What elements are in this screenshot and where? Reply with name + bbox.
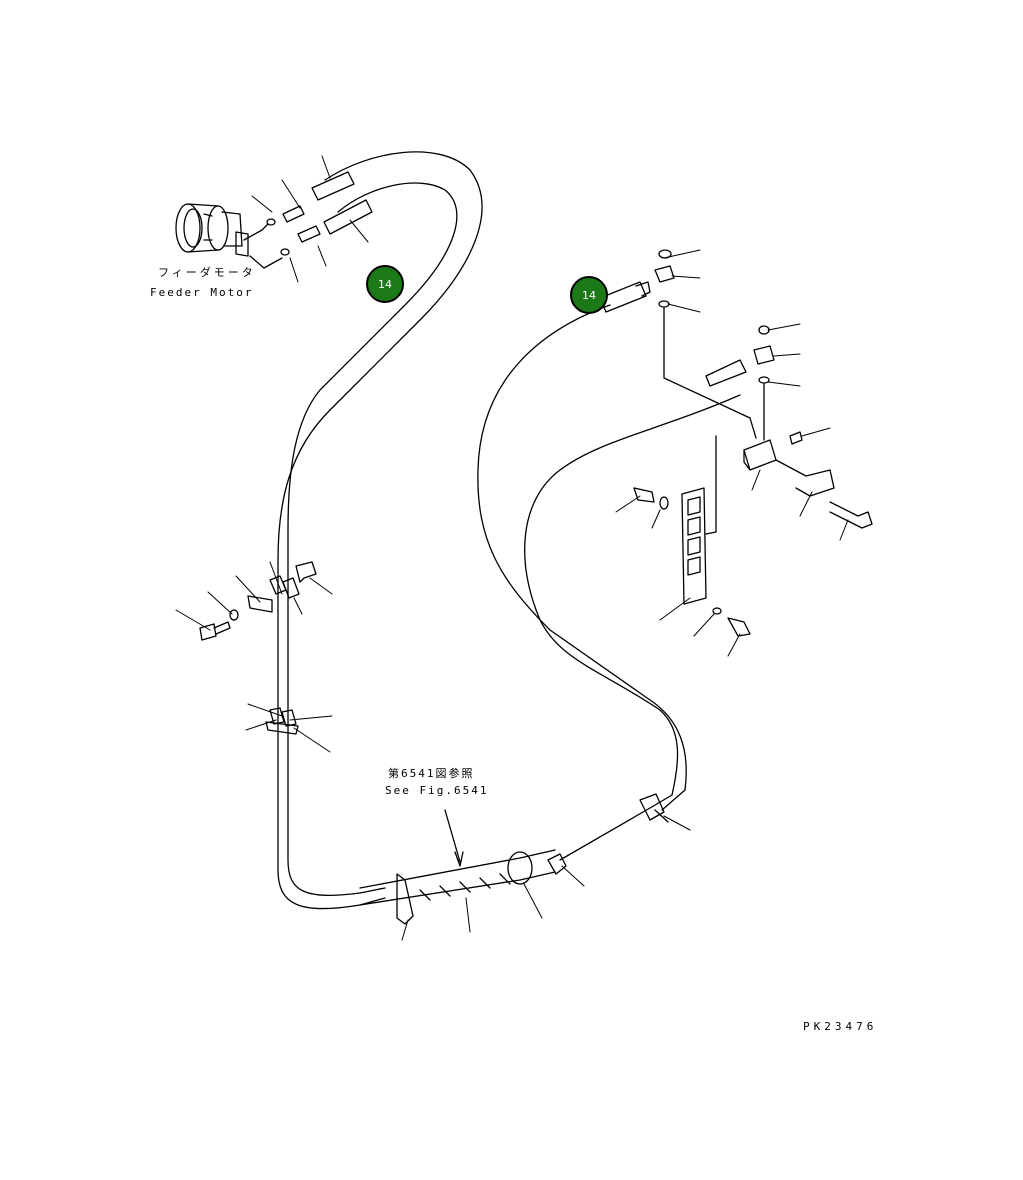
leader-lines [175, 155, 849, 941]
feeder-motor-drawing [175, 203, 249, 257]
feeder-motor-label-en: Feeder Motor [150, 286, 254, 299]
fig-ref-arrow [444, 809, 464, 867]
right-hose-outer [477, 304, 687, 791]
right-hose-end [599, 281, 651, 313]
motor-port-lines [243, 223, 283, 269]
callout-badge-left[interactable]: 14 [366, 265, 404, 303]
fig-ref-label-en: See Fig.6541 [385, 784, 489, 797]
callout-badge-right[interactable]: 14 [570, 276, 608, 314]
left-hose-inner [287, 182, 458, 896]
left-fittings [266, 171, 373, 256]
drawing-number: PK23476 [803, 1020, 878, 1033]
left-clamps [247, 561, 317, 735]
right-hose-inner [524, 394, 741, 796]
valve-block-assembly [654, 249, 873, 529]
left-hose-outer [277, 151, 483, 910]
bracket-plate [633, 435, 751, 637]
left-bolt-washer [199, 609, 239, 641]
right-hose-line [559, 789, 686, 861]
fig-ref-label-jp: 第6541図参照 [388, 767, 475, 780]
feeder-motor-label-jp: フィーダモータ [158, 266, 256, 279]
cable-bundle [359, 793, 669, 925]
